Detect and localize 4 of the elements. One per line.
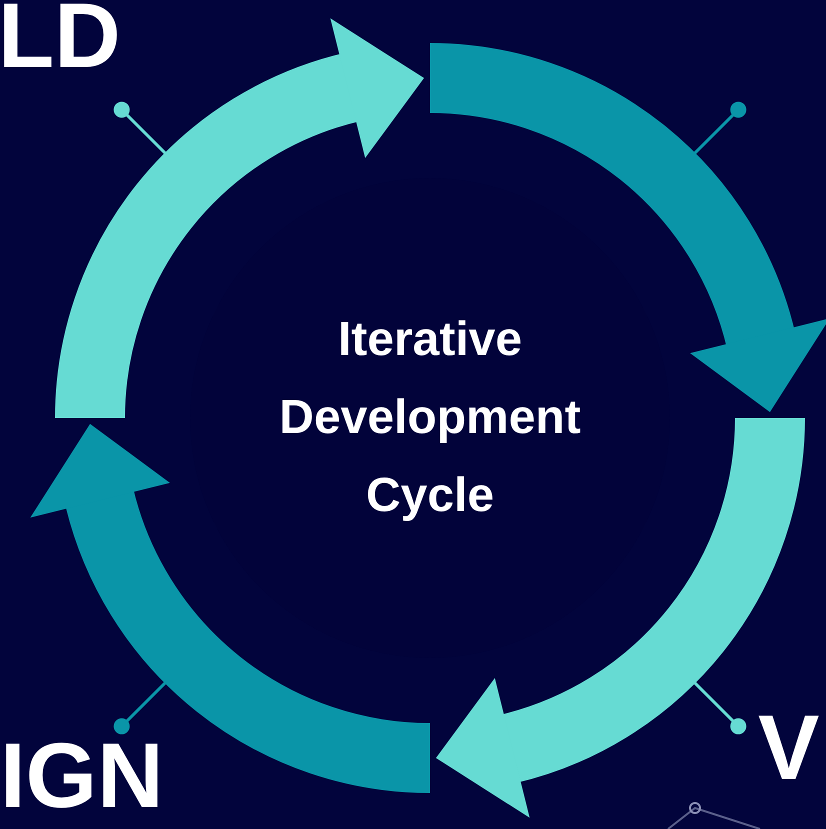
stage-label: V: [758, 702, 820, 794]
stage-label: IGN: [0, 730, 164, 822]
cycle-title: Iterative Development Cycle: [278, 312, 582, 524]
stage-label: LD: [0, 0, 121, 82]
